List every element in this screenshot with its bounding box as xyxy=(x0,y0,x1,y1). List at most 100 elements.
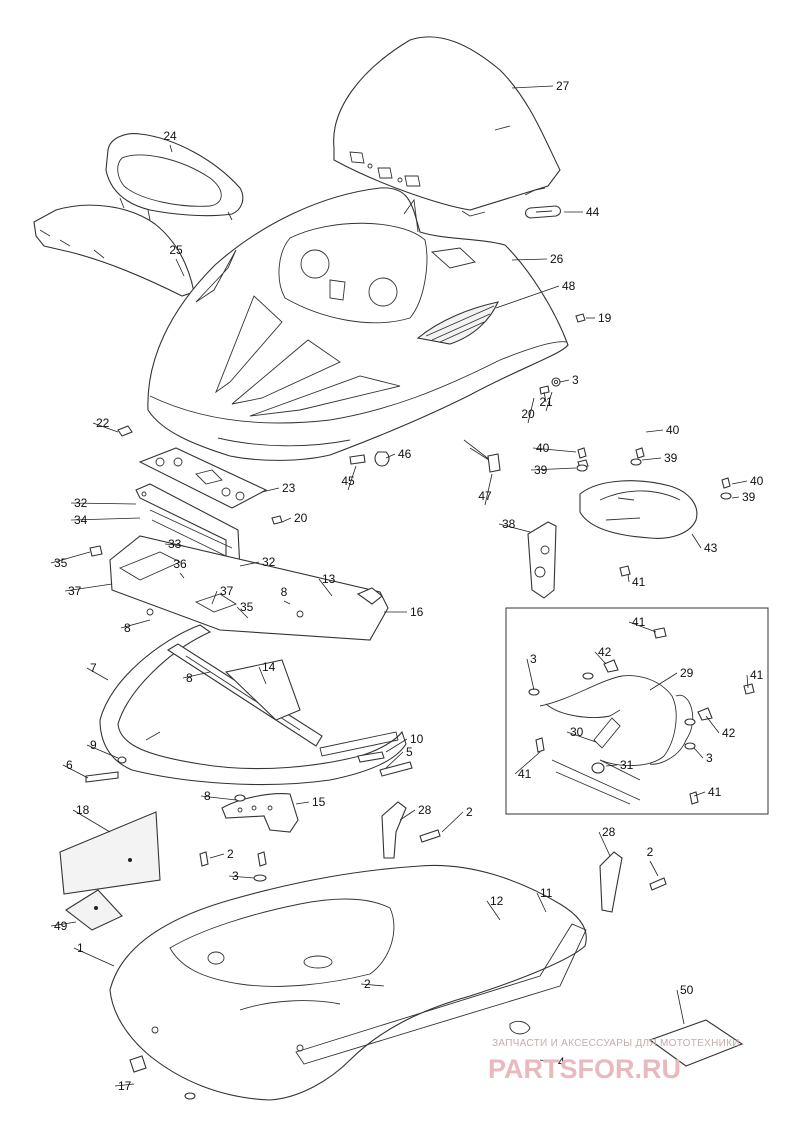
windshield-part xyxy=(333,36,561,217)
cowl-43-part xyxy=(577,459,698,539)
callout-leader-line xyxy=(86,667,109,681)
callout-leader-line xyxy=(179,572,185,579)
callout-number-24: 24 xyxy=(163,129,177,143)
callout-number-10: 10 xyxy=(410,732,424,746)
callout-number-46: 46 xyxy=(398,447,412,461)
callout-leader-line xyxy=(641,457,662,461)
callout-leader-line xyxy=(209,853,225,859)
bracket-28-part xyxy=(381,801,623,913)
callout-number-3: 3 xyxy=(706,751,713,765)
callout-leader-line xyxy=(92,422,119,433)
callout-leader-line xyxy=(50,921,77,927)
pad-49-part xyxy=(65,889,123,931)
callout-leader-line xyxy=(511,258,548,261)
callout-leader-line xyxy=(62,764,89,779)
callout-number-27: 27 xyxy=(556,79,570,93)
mount-16-part xyxy=(109,535,389,641)
callout-number-43: 43 xyxy=(704,541,718,555)
watermark-site: PARTSFOR.RU xyxy=(488,1054,681,1084)
callout-number-49: 49 xyxy=(54,919,68,933)
harness-inset-box xyxy=(505,607,769,815)
callout-leader-line xyxy=(514,751,541,775)
callout-number-8: 8 xyxy=(186,671,193,685)
callout-number-28: 28 xyxy=(602,825,616,839)
callout-leader-line xyxy=(385,751,404,769)
callout-leader-line xyxy=(539,1059,556,1063)
callout-number-35: 35 xyxy=(240,600,254,614)
callout-leader-line xyxy=(566,731,597,743)
callout-leader-line xyxy=(239,561,260,567)
callout-number-22: 22 xyxy=(96,416,110,430)
callout-number-8: 8 xyxy=(124,621,131,635)
callout-leader-line xyxy=(261,487,280,493)
callout-number-39: 39 xyxy=(664,451,678,465)
hood-26-part xyxy=(147,187,569,461)
callout-number-5: 5 xyxy=(406,745,413,759)
callout-leader-line xyxy=(120,619,151,629)
callout-leader-line xyxy=(64,583,113,592)
callout-number-2: 2 xyxy=(227,847,234,861)
callout-leader-line xyxy=(236,606,249,619)
callout-number-39: 39 xyxy=(534,463,548,477)
callout-number-37: 37 xyxy=(68,584,82,598)
callout-number-41: 41 xyxy=(708,785,722,799)
callout-leader-line xyxy=(605,764,618,767)
callout-number-23: 23 xyxy=(282,481,296,495)
callout-number-34: 34 xyxy=(74,513,88,527)
callout-number-9: 9 xyxy=(90,738,97,752)
watermark: ЗАПЧАСТИ И АКСЕССУАРЫ ДЛЯ МОТОТЕХНИКИ PA… xyxy=(488,1038,740,1084)
bumper-7-part xyxy=(99,624,407,786)
callout-leader-line xyxy=(72,809,111,833)
callout-number-32: 32 xyxy=(74,496,88,510)
watermark-tagline: ЗАПЧАСТИ И АКСЕССУАРЫ ДЛЯ МОТОТЕХНИКИ xyxy=(492,1038,740,1049)
callout-number-36: 36 xyxy=(173,557,187,571)
cover-24-part xyxy=(105,133,244,221)
callout-number-20: 20 xyxy=(294,511,308,525)
callout-number-18: 18 xyxy=(76,803,90,817)
callout-number-7: 7 xyxy=(90,661,97,675)
callout-leader-line xyxy=(676,989,685,1025)
callout-leader-line xyxy=(645,429,664,433)
callout-leader-line xyxy=(211,590,218,605)
callout-number-14: 14 xyxy=(262,660,276,674)
callout-number-3: 3 xyxy=(572,373,579,387)
callout-leader-line xyxy=(731,496,740,499)
callout-leader-line xyxy=(441,811,464,833)
grille-48-part xyxy=(416,301,499,345)
rail-14-part xyxy=(166,643,323,747)
callout-leader-line xyxy=(526,658,535,691)
callout-number-32: 32 xyxy=(262,555,276,569)
callout-number-48: 48 xyxy=(562,279,576,293)
callout-number-4: 4 xyxy=(558,1055,565,1069)
hardware-hood xyxy=(117,313,586,467)
callout-leader-line xyxy=(705,715,720,734)
callout-layer: 2724442526481932120224645403940394039472… xyxy=(50,79,764,1093)
callout-leader-line xyxy=(175,258,185,277)
callout-leader-line xyxy=(484,473,493,506)
callout-leader-line xyxy=(486,900,501,921)
callout-leader-line xyxy=(228,875,255,879)
callout-number-6: 6 xyxy=(66,758,73,772)
callout-number-40: 40 xyxy=(666,423,680,437)
callout-number-44: 44 xyxy=(586,205,600,219)
callout-number-35: 35 xyxy=(54,556,68,570)
callout-leader-line xyxy=(283,600,291,605)
callout-number-39: 39 xyxy=(742,490,756,504)
plate-50-part xyxy=(648,1019,744,1067)
callout-leader-line xyxy=(70,502,137,505)
callout-number-8: 8 xyxy=(204,789,211,803)
callout-leader-line xyxy=(628,621,657,633)
callout-leader-line xyxy=(347,465,357,491)
callout-leader-line xyxy=(598,831,611,857)
callout-number-47: 47 xyxy=(478,489,492,503)
callout-number-2: 2 xyxy=(364,977,371,991)
callout-leader-line xyxy=(627,573,630,583)
callout-leader-line xyxy=(295,801,310,805)
callout-number-20: 20 xyxy=(521,407,535,421)
callout-number-26: 26 xyxy=(550,252,564,266)
callout-number-15: 15 xyxy=(312,795,326,809)
callout-leader-line xyxy=(50,551,91,564)
plate-23-part xyxy=(138,447,283,525)
callout-number-41: 41 xyxy=(632,575,646,589)
